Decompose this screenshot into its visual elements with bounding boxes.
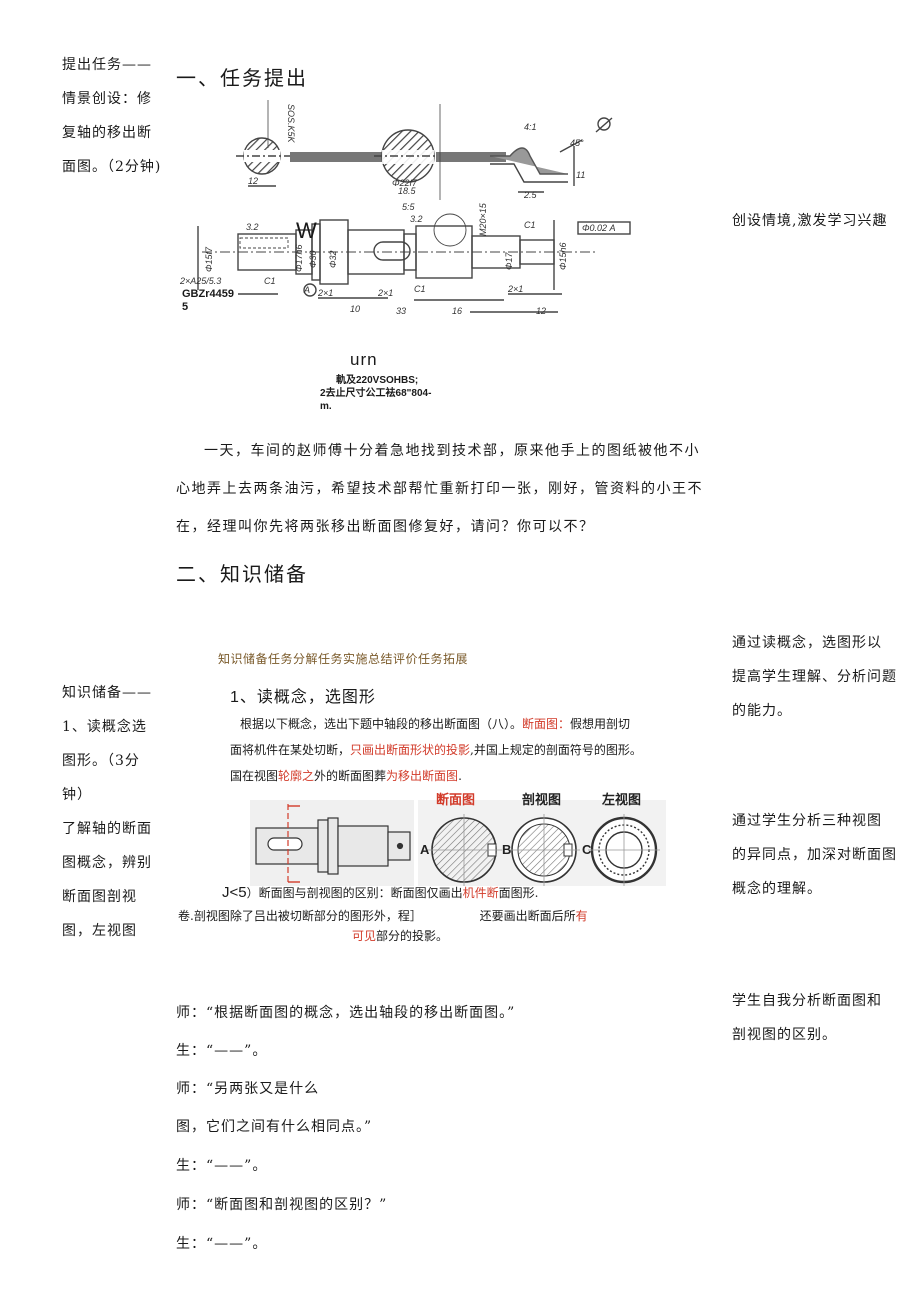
dim-text-vertical: Φ17h6 [294, 244, 304, 272]
dim-text: C1 [414, 284, 426, 294]
dim-text: 18.5 [398, 186, 417, 196]
concept-text: 根据以下概念，选出下题中轴段的移出断面图（八）。断面图：假想用剖切 面将机件在某… [230, 717, 642, 783]
dim-text: 2×1 [507, 284, 523, 294]
right-note-line: 的能力。 [732, 703, 792, 719]
sub-heading-read-concept: 1、读概念，选图形 [230, 689, 376, 706]
dim-text: A [303, 285, 310, 295]
right-note-line: 通过学生分析三种视图 [732, 813, 882, 829]
dim-text: 2×1 [317, 288, 333, 298]
drawing-label-gb: GBZr4459 5 [182, 288, 234, 313]
left-note-line: 图形。（3分 [62, 753, 140, 769]
dim-text: C1 [264, 276, 276, 286]
difference-text: J<5）断面图与剖视图的区别：断面图仅画出机件断面图形. 卷.剖视图除了吕出被切… [178, 884, 588, 943]
view-label-a: A [420, 842, 430, 857]
section-heading-knowledge: 二、知识储备 [176, 562, 308, 586]
right-note-line: 通过读概念，选图形以 [732, 635, 882, 651]
view-title-poushi: 剖视图 [522, 792, 561, 807]
right-note-line: 概念的理解。 [732, 881, 822, 897]
dim-text-vertical: Φ15f7 [204, 246, 214, 272]
shaft-engineering-drawing: 12 Φ22f7 18.5 2.5 11 45° 4:1 5:5 3.2 3.2… [179, 100, 631, 316]
left-note-line: 图概念，辨别 [62, 855, 152, 871]
dim-text: Φ0.02 A [582, 223, 616, 233]
right-note-line: 提高学生理解、分析问题 [732, 669, 897, 685]
dim-text: 12 [536, 306, 546, 316]
left-note-line: 提出任务—— [62, 57, 152, 73]
view-label-c: C [582, 842, 592, 857]
dim-text: Φ22f7 [392, 178, 418, 188]
view-label-b: B [502, 842, 511, 857]
dim-text-vertical: SOS.K5K [286, 104, 296, 144]
dialogue-line: 师：“断面图和剖视图的区别？” [176, 1197, 388, 1213]
right-note-line: 学生自我分析断面图和 [732, 993, 882, 1009]
left-note-line: 断面图剖视 [62, 889, 137, 905]
left-note-line: 面图。（2分钟) [62, 159, 162, 175]
right-note-line: 创设情境,激发学习兴趣 [732, 213, 888, 229]
drawing-label-urn: urn [350, 350, 378, 369]
right-note-line: 的异同点，加深对断面图 [732, 847, 897, 863]
dialogue-line: 师：“根据断面图的概念，选出轴段的移出断面图。” [176, 1005, 516, 1021]
dialogue-line: 师：“另两张又是什么 [176, 1081, 320, 1097]
dim-text: C1 [524, 220, 536, 230]
drawing-label-w: W [296, 218, 317, 243]
dim-text-vertical: M20×15 [478, 202, 488, 236]
dim-text-vertical: Φ32 [328, 250, 338, 268]
dim-text: 2×A25/5.3 [179, 276, 221, 286]
right-note-line: 剖视图的区别。 [732, 1027, 837, 1043]
dialogue-line: 生：“——”。 [176, 1043, 268, 1059]
left-note-line: 1、读概念选 [62, 719, 147, 735]
right-note-3: 通过学生分析三种视图 的异同点，加深对断面图 概念的理解。 [732, 804, 897, 906]
dialogue-line: 生：“——”。 [176, 1158, 268, 1174]
right-note-1: 创设情境,激发学习兴趣 [732, 204, 887, 238]
dim-text: 16 [452, 306, 462, 316]
left-note-task: 提出任务—— 情景创设：修 复轴的移出断 面图。（2分钟) [62, 48, 172, 184]
dialogue-line: 生：“——”。 [176, 1236, 268, 1252]
left-note-line: 图，左视图 [62, 923, 137, 939]
dim-text: 2×1 [377, 288, 393, 298]
right-note-2: 通过读概念，选图形以 提高学生理解、分析问题 的能力。 [732, 626, 897, 728]
left-note-line: 了解轴的断面 [62, 821, 152, 837]
dim-text: 45° [570, 138, 584, 148]
section-heading-task: 一、任务提出 [176, 66, 308, 90]
left-note-line: 情景创设：修 [62, 91, 152, 107]
right-note-4: 学生自我分析断面图和 剖视图的区别。 [732, 984, 882, 1052]
dim-text: 4:1 [524, 122, 537, 132]
dim-text: 3.2 [246, 222, 259, 232]
dim-text: 3.2 [410, 214, 423, 224]
dim-text-vertical: Φ30 [308, 250, 318, 268]
dim-text: 11 [576, 170, 585, 180]
view-title-zuoshi: 左视图 [602, 792, 641, 807]
dim-text: 12 [248, 176, 258, 186]
left-note-knowledge: 知识储备—— 1、读概念选 图形。（3分 钟） 了解轴的断面 图概念，辨别 断面… [62, 676, 174, 948]
dim-text-vertical: Φ17 [504, 251, 514, 270]
dim-text: 2.5 [523, 190, 538, 200]
dim-text-vertical: Φ15h6 [558, 242, 568, 270]
view-title-duanmian: 断面图 [436, 792, 475, 807]
dim-text: 33 [396, 306, 406, 316]
dim-text: 5:5 [402, 202, 416, 212]
drawing-tech-notes: 軌及220VSOHBS; 2去止尺寸公工袪68"804- m. [320, 375, 432, 412]
dialogue-line: 图，它们之间有什么相同点。” [176, 1119, 373, 1135]
left-note-line: 钟） [62, 787, 92, 803]
left-note-line: 知识储备—— [62, 685, 152, 701]
story-paragraph: 一天，车间的赵师傅十分着急地找到技术部，原来他手上的图纸被他不小 心地弄上去两条… [176, 443, 703, 535]
left-note-line: 复轴的移出断 [62, 125, 152, 141]
section-views-figure: 断面图 剖视图 左视图 A B C [250, 792, 666, 886]
lesson-nav: 知识储备任务分解任务实施总结评价任务拓展 [218, 652, 469, 666]
dim-text: 10 [350, 304, 360, 314]
